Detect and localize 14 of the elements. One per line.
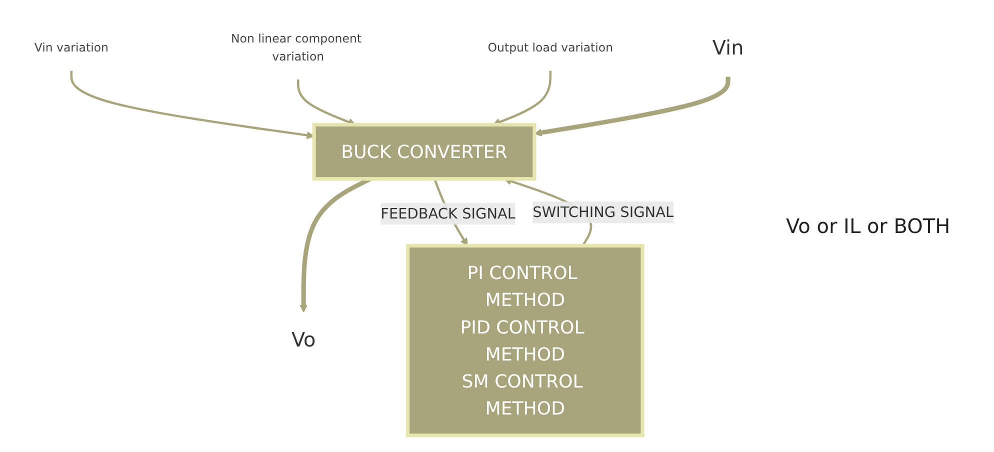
node-text: Vin — [712, 36, 744, 60]
node-box: PI CONTROL METHOD PID CONTROL METHOD SM CONTROL METHOD — [406, 244, 644, 437]
edge-label: SWITCHING SIGNAL — [532, 202, 674, 220]
edge-label: FEEDBACK SIGNAL — [380, 204, 516, 222]
node-text: Vin variation — [34, 41, 108, 55]
arrow — [297, 79, 356, 126]
node-text: Vo — [291, 328, 316, 352]
arrow — [70, 70, 314, 139]
signal-note: Vo or IL or BOTH — [786, 214, 952, 238]
node-text: Non linear component variation — [230, 32, 362, 64]
arrow — [534, 76, 730, 136]
node-text: Output load variation — [488, 41, 614, 55]
arrow — [492, 70, 552, 126]
node-box: BUCK CONVERTER — [312, 122, 536, 180]
